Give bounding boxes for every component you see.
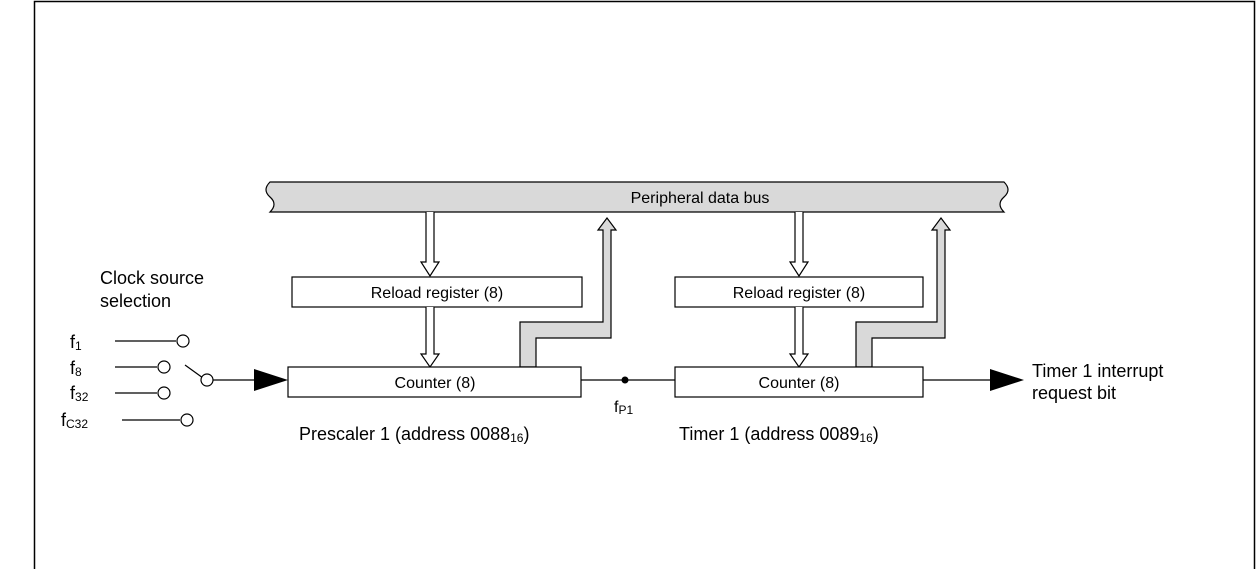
clock-input-f32: f32: [70, 383, 89, 404]
prescaler-reload-label: Reload register (8): [371, 285, 504, 302]
selector-switch-arm: [184, 364, 204, 379]
clock-terminal-fc32: [180, 413, 194, 427]
fp1-label: fP1: [614, 399, 633, 417]
output-label-line1: Timer 1 interrupt: [1032, 361, 1163, 381]
switch-to-prescaler-arrowhead: [254, 369, 288, 391]
bus-to-prescaler-reload-arrow: [419, 212, 441, 278]
clock-source-title-line1: Clock source: [100, 268, 204, 288]
clock-input-f1: f1: [70, 332, 82, 353]
clock-input-f8: f8: [70, 358, 82, 379]
clock-terminal-f32: [157, 386, 171, 400]
timer-caption: Timer 1 (address 008916): [679, 424, 879, 445]
prescaler-reload-to-counter-arrow: [419, 307, 441, 369]
peripheral-data-bus: [265, 181, 1009, 213]
timer-counter-readback-arrow: [855, 217, 952, 368]
output-label-line2: request bit: [1032, 383, 1116, 403]
prescaler-counter: [287, 366, 582, 398]
clock-terminal-f1: [176, 334, 190, 348]
timer-reload-to-counter-arrow: [788, 307, 810, 369]
fp1-junction-dot: [621, 376, 629, 384]
selector-switch-pivot: [200, 373, 214, 387]
prescaler-reload-register: [291, 276, 583, 308]
prescaler-counter-readback-arrow: [519, 217, 618, 368]
diagram-border: [33, 0, 1256, 569]
timer-reload-label: Reload register (8): [733, 285, 866, 302]
prescaler-caption: Prescaler 1 (address 008816): [299, 424, 529, 445]
timer-output-arrowhead: [990, 369, 1024, 391]
clock-terminal-f8: [157, 360, 171, 374]
prescaler-counter-label: Counter (8): [395, 375, 476, 392]
bus-to-timer-reload-arrow: [788, 212, 810, 278]
clock-input-fc32: fC32: [61, 410, 88, 431]
bus-label: Peripheral data bus: [631, 190, 770, 207]
clock-source-title-line2: selection: [100, 291, 171, 311]
timer-counter: [674, 366, 924, 398]
timer-counter-label: Counter (8): [759, 375, 840, 392]
